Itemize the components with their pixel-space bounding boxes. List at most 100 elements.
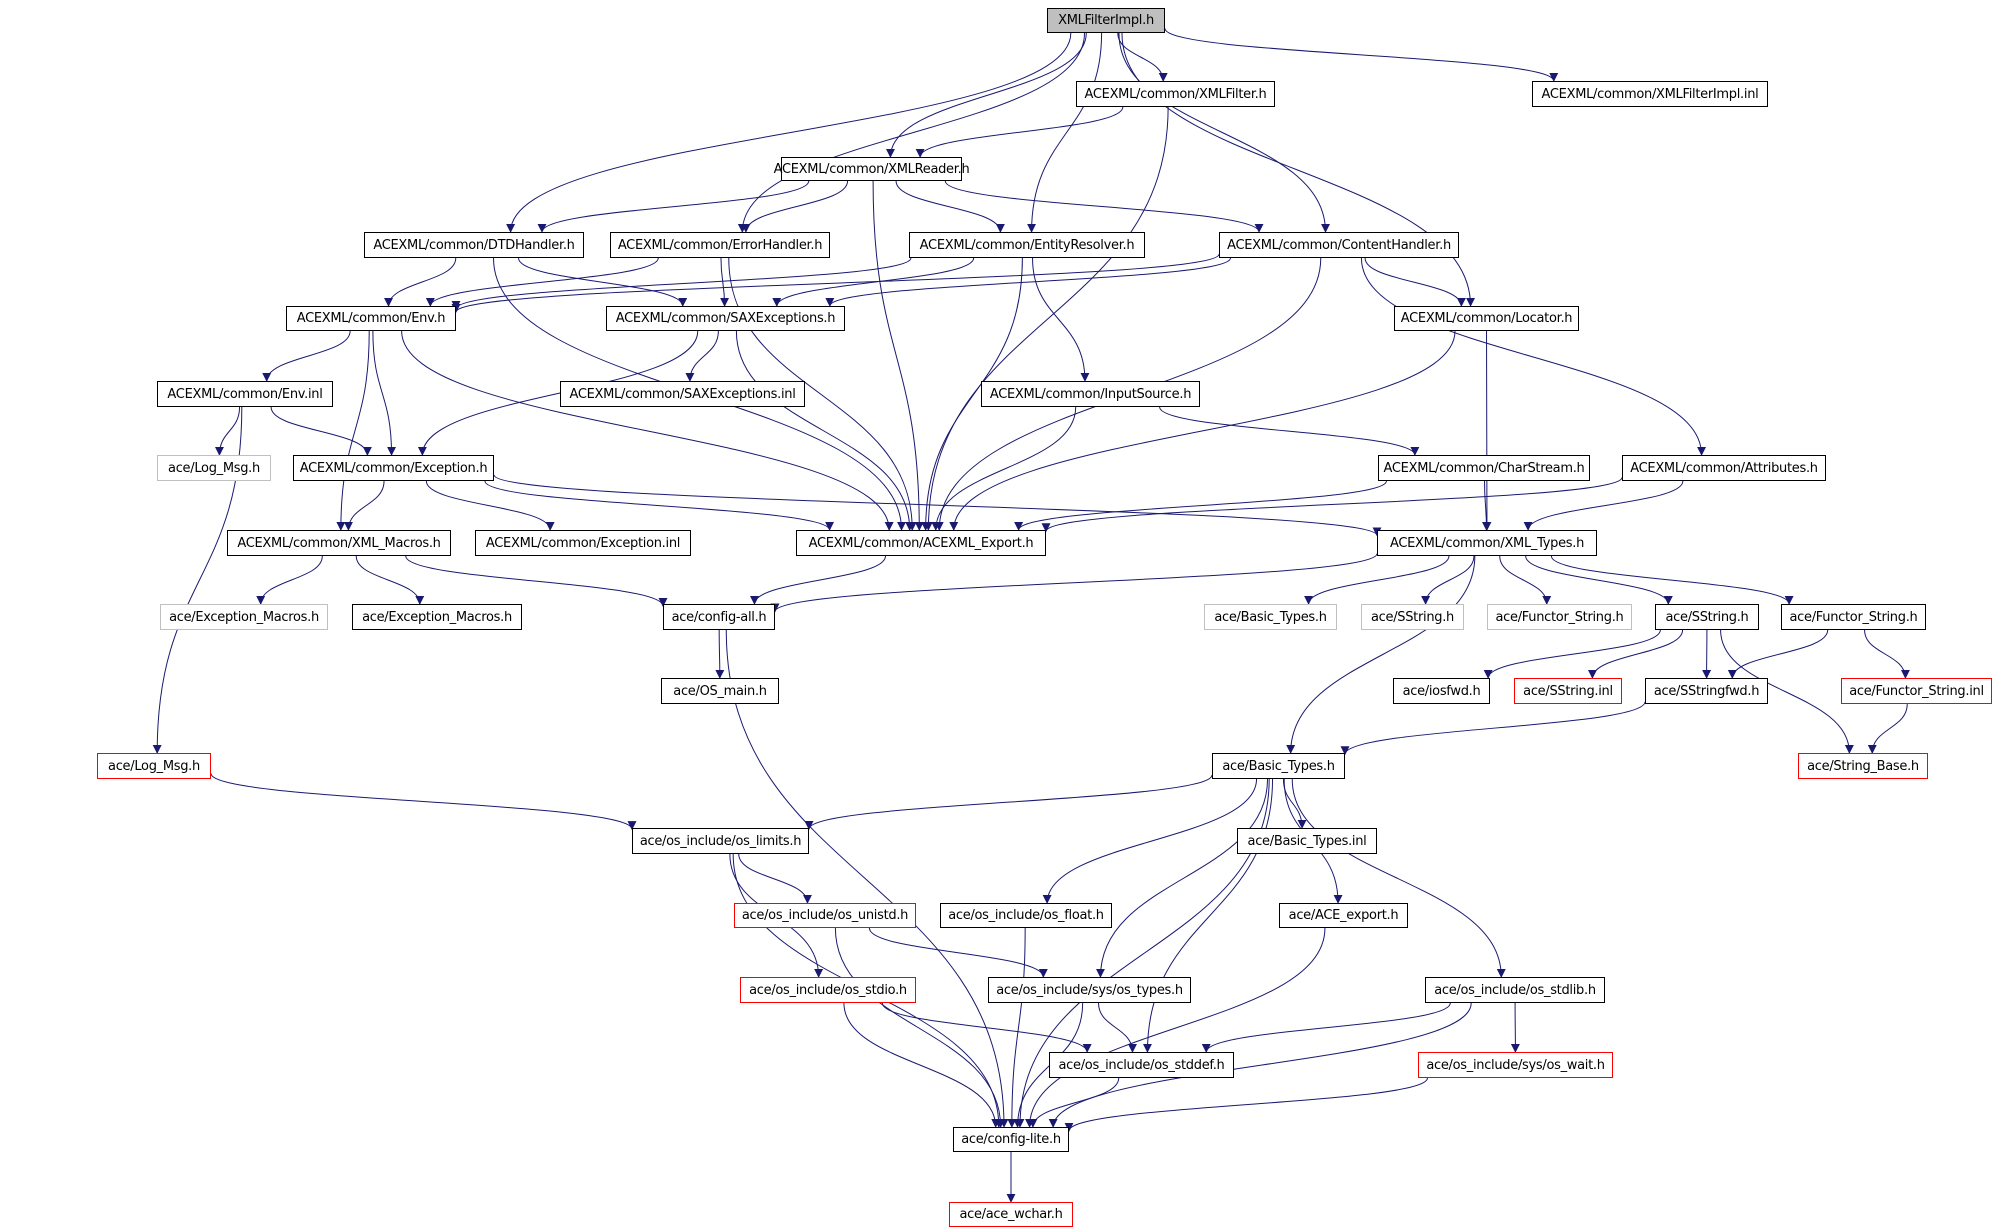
edge-xmltypes-to-functorstring_missing	[1499, 555, 1552, 605]
edge-xmlmacros-to-configall	[405, 555, 668, 607]
edge-xmltypes-to-sstring	[1525, 555, 1673, 605]
node-saxexcinl[interactable]: ACEXML/common/SAXExceptions.inl	[560, 381, 805, 407]
node-sstringfwd[interactable]: ace/SStringfwd.h	[1645, 678, 1768, 704]
edge-contenthandler-to-locator	[1364, 257, 1466, 307]
node-acexmlexport[interactable]: ACEXML/common/ACEXML_Export.h	[796, 530, 1046, 556]
node-dtdhandler[interactable]: ACEXML/common/DTDHandler.h	[364, 232, 584, 258]
node-label: ace/config-lite.h	[961, 1132, 1061, 1147]
edge-dtdhandler-to-saxexc	[517, 257, 688, 307]
node-basictypes[interactable]: ace/Basic_Types.h	[1212, 753, 1345, 779]
node-logmsg-missing[interactable]: ace/Log_Msg.h	[157, 455, 271, 481]
node-exceptioninl[interactable]: ACEXML/common/Exception.inl	[475, 530, 691, 556]
node-label: ace/OS_main.h	[673, 683, 767, 699]
edge-exceptionh-to-xmlmacros	[343, 480, 385, 531]
node-excmacros[interactable]: ace/Exception_Macros.h	[352, 604, 522, 630]
node-envinl[interactable]: ACEXML/common/Env.inl	[157, 381, 333, 407]
edge-envinl-to-exceptionh	[270, 406, 372, 456]
node-xmlmacros[interactable]: ACEXML/common/XML_Macros.h	[227, 530, 451, 556]
node-label: ACEXML/common/CharStream.h	[1383, 460, 1585, 476]
node-osunistd[interactable]: ace/os_include/os_unistd.h	[734, 903, 916, 928]
edge-osunistd-to-configlite	[834, 927, 1006, 1128]
node-osmain[interactable]: ace/OS_main.h	[661, 678, 779, 704]
node-errorhandler[interactable]: ACEXML/common/ErrorHandler.h	[610, 232, 830, 258]
node-exceptionh[interactable]: ACEXML/common/Exception.h	[293, 455, 494, 481]
node-osstddef[interactable]: ace/os_include/os_stddef.h	[1049, 1052, 1234, 1078]
edge-xmlreader-to-acexmlexport	[872, 180, 924, 531]
node-saxexc[interactable]: ACEXML/common/SAXExceptions.h	[606, 306, 845, 331]
node-iosfwd[interactable]: ace/iosfwd.h	[1393, 678, 1490, 704]
node-functorstring[interactable]: ace/Functor_String.h	[1781, 604, 1926, 630]
node-configall[interactable]: ace/config-all.h	[663, 604, 775, 630]
node-label: ACEXML/common/SAXExceptions.inl	[569, 386, 796, 402]
edge-root-to-dtdhandler	[506, 32, 1072, 233]
edge-inputsource-to-acexmlexport	[931, 406, 1077, 531]
node-configlite[interactable]: ace/config-lite.h	[953, 1127, 1069, 1152]
node-ostypes[interactable]: ace/os_include/sys/os_types.h	[988, 977, 1191, 1003]
node-label: ace/iosfwd.h	[1402, 683, 1481, 699]
node-label: ACEXML/common/XMLFilterImpl.inl	[1541, 86, 1759, 102]
node-label: ACEXML/common/Exception.h	[299, 460, 488, 476]
node-label: ACEXML/common/XML_Types.h	[1389, 535, 1585, 551]
edge-attributes-to-xmltypes	[1523, 480, 1684, 531]
edge-xmlreader-to-errorhandler	[741, 180, 849, 233]
node-oslimits[interactable]: ace/os_include/os_limits.h	[632, 828, 809, 854]
node-label: XMLFilterImpl.h	[1058, 13, 1154, 28]
node-sstring[interactable]: ace/SString.h	[1655, 604, 1759, 630]
node-label: ace/os_include/sys/os_types.h	[996, 982, 1183, 998]
node-label: ACEXML/common/XML_Macros.h	[237, 535, 441, 551]
node-label: ACEXML/common/SAXExceptions.h	[615, 311, 836, 326]
edge-xmltypes-to-sstring_missing	[1421, 555, 1475, 605]
edge-acexmlexport-to-configall	[750, 555, 887, 605]
node-basictypesinl[interactable]: ace/Basic_Types.inl	[1237, 828, 1377, 854]
node-sstringinl[interactable]: ace/SString.inl	[1514, 678, 1622, 704]
node-label: ace/Log_Msg.h	[108, 758, 200, 774]
node-stringbase[interactable]: ace/String_Base.h	[1798, 753, 1928, 779]
node-osstdlib[interactable]: ace/os_include/os_stdlib.h	[1425, 977, 1605, 1003]
node-label: ACEXML/common/ACEXML_Export.h	[808, 535, 1034, 551]
node-label: ace/SString.inl	[1523, 683, 1613, 699]
edge-attributes-to-acexmlexport	[1041, 477, 1623, 533]
edge-sstring-to-sstringinl	[1587, 629, 1684, 679]
node-contenthandler[interactable]: ACEXML/common/ContentHandler.h	[1219, 232, 1459, 258]
node-logmsg[interactable]: ace/Log_Msg.h	[97, 753, 211, 779]
node-attributes[interactable]: ACEXML/common/Attributes.h	[1622, 455, 1826, 481]
node-label: ace/Functor_String.inl	[1849, 683, 1984, 699]
edge-xmlfilter-to-xmlreader	[915, 106, 1124, 158]
node-xmltypes[interactable]: ACEXML/common/XML_Types.h	[1377, 530, 1597, 556]
edge-locator-to-acexmlexport	[949, 330, 1456, 531]
node-basictypes-missing[interactable]: ace/Basic_Types.h	[1204, 604, 1337, 630]
node-label: ACEXML/common/Locator.h	[1400, 311, 1573, 326]
node-osfloat[interactable]: ace/os_include/os_float.h	[940, 903, 1112, 928]
node-label: ACEXML/common/Attributes.h	[1630, 460, 1818, 476]
node-charstream[interactable]: ACEXML/common/CharStream.h	[1378, 455, 1590, 481]
edge-dtdhandler-to-envh	[384, 257, 457, 307]
node-inputsource[interactable]: ACEXML/common/InputSource.h	[981, 381, 1200, 407]
node-locator[interactable]: ACEXML/common/Locator.h	[1394, 306, 1579, 331]
node-envh[interactable]: ACEXML/common/Env.h	[286, 306, 456, 331]
node-xmlfilter[interactable]: ACEXML/common/XMLFilter.h	[1076, 81, 1275, 107]
edge-xmlfilter-to-acexmlexport	[923, 106, 1169, 531]
edge-xmltypes-to-basictypes_missing	[1304, 555, 1450, 605]
node-aceexport[interactable]: ace/ACE_export.h	[1279, 903, 1408, 928]
node-root[interactable]: XMLFilterImpl.h	[1047, 8, 1165, 33]
edge-ostypes-to-osstddef	[1098, 1002, 1137, 1053]
edge-entityresolver-to-envh	[451, 257, 912, 310]
edge-entityresolver-to-inputsource	[1032, 257, 1090, 382]
node-osstdio[interactable]: ace/os_include/os_stdio.h	[740, 977, 916, 1003]
node-entityresolver[interactable]: ACEXML/common/EntityResolver.h	[909, 232, 1145, 258]
node-xmlfilterimplinl[interactable]: ACEXML/common/XMLFilterImpl.inl	[1532, 81, 1768, 107]
node-sstring-missing[interactable]: ace/SString.h	[1361, 604, 1464, 630]
node-excmacros-missing[interactable]: ace/Exception_Macros.h	[160, 604, 328, 630]
edge-errorhandler-to-saxexc	[720, 257, 730, 307]
edge-osstdio-to-osstddef	[881, 1002, 1092, 1053]
node-functorstringinl[interactable]: ace/Functor_String.inl	[1841, 678, 1992, 704]
node-label: ace/String_Base.h	[1807, 758, 1919, 774]
node-oswait[interactable]: ace/os_include/sys/os_wait.h	[1418, 1052, 1613, 1078]
edge-contenthandler-to-attributes	[1360, 257, 1707, 456]
edge-xmlmacros-to-excmacros	[355, 555, 425, 605]
node-functorstring-missing[interactable]: ace/Functor_String.h	[1487, 604, 1632, 630]
edge-errorhandler-to-envh	[425, 257, 659, 307]
node-xmlreader[interactable]: ACEXML/common/XMLReader.h	[774, 157, 970, 181]
node-label: ace/Basic_Types.h	[1222, 758, 1335, 774]
node-acewchar[interactable]: ace/ace_wchar.h	[949, 1202, 1073, 1227]
